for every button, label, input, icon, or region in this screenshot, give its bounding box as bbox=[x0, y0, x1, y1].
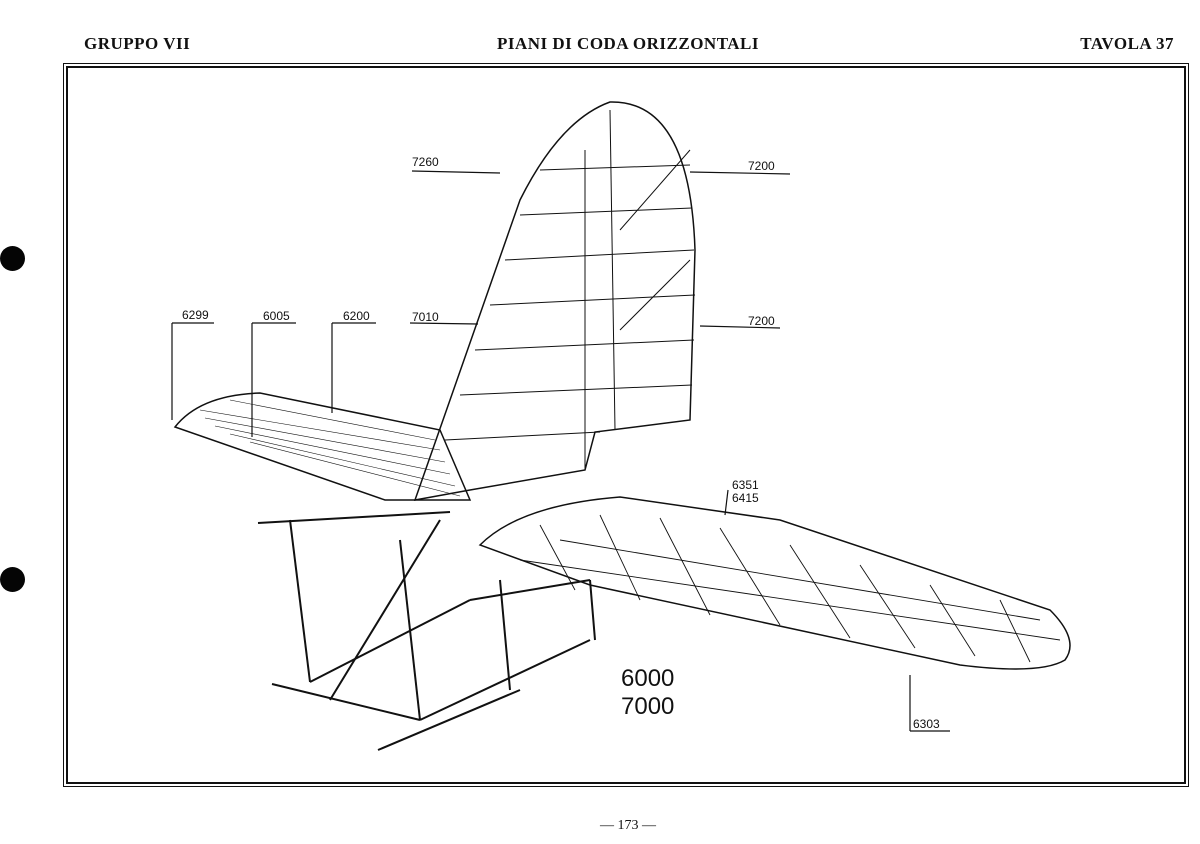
right-stabilizer-ribs bbox=[519, 514, 1061, 663]
fin-ribs bbox=[444, 109, 696, 470]
plate-number: TAVOLA 37 bbox=[1080, 34, 1174, 53]
left-stabilizer-hatching bbox=[199, 399, 461, 497]
callout-6299: 6299 bbox=[182, 308, 209, 322]
binder-hole-icon bbox=[0, 567, 25, 592]
group-heading: GRUPPO VII bbox=[84, 34, 191, 53]
callout-6200: 6200 bbox=[343, 309, 370, 323]
callout-7010: 7010 bbox=[412, 310, 439, 324]
callout-6351: 6351 bbox=[732, 478, 759, 492]
right-stabilizer bbox=[478, 496, 1071, 670]
assembly-number-7000: 7000 bbox=[621, 693, 674, 720]
binder-hole-icon bbox=[0, 246, 25, 271]
page-title: PIANI DI CODA ORIZZONTALI bbox=[496, 34, 760, 53]
fin-outline bbox=[413, 101, 696, 501]
leader-lines bbox=[171, 170, 950, 732]
drawing-frame bbox=[63, 63, 1189, 787]
callout-7260: 7260 bbox=[412, 155, 439, 169]
callout-7200-top: 7200 bbox=[748, 159, 775, 173]
callout-6415: 6415 bbox=[732, 491, 759, 505]
assembly-number-6000: 6000 bbox=[621, 665, 674, 692]
left-stabilizer bbox=[173, 392, 472, 501]
callout-6005: 6005 bbox=[263, 309, 290, 323]
page-number: — 173 — bbox=[600, 818, 656, 833]
support-stand bbox=[257, 511, 596, 751]
callout-6303: 6303 bbox=[913, 717, 940, 731]
callout-7200-mid: 7200 bbox=[748, 314, 775, 328]
